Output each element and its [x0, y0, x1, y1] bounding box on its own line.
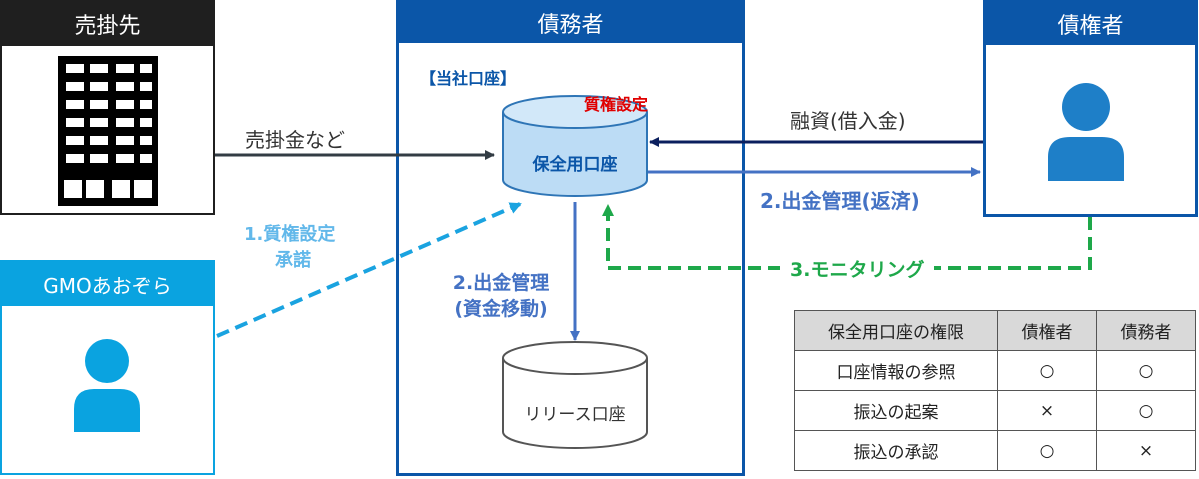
table-cell: ○: [1096, 390, 1196, 431]
building-icon: [58, 56, 158, 206]
debtor-title: 債務者: [399, 3, 742, 43]
table-row: 振込の承認 ○ ×: [794, 430, 1196, 471]
table-cell: 振込の承認: [794, 430, 998, 471]
monitor-label: 3.モニタリング: [780, 255, 935, 282]
permission-table: 保全用口座の権限 債権者 債務者 口座情報の参照 ○ ○ 振込の起案 × ○ 振…: [794, 310, 1196, 471]
gmo-box: GMOあおぞら: [0, 260, 215, 475]
table-cell: ○: [997, 430, 1097, 471]
consent-label-1: 1.質権設定: [244, 224, 336, 245]
gmo-title: GMOあおぞら: [2, 262, 213, 306]
uriakesaki-title: 売掛先: [2, 2, 213, 46]
repay-label: 2.出金管理(返済): [760, 189, 920, 213]
table-cell: ×: [997, 390, 1097, 431]
hozen-label: 保全用口座: [532, 155, 618, 175]
creditor-box: 債権者: [983, 0, 1198, 217]
urikake-label: 売掛金など: [245, 128, 345, 152]
table-header-cell: 債権者: [997, 310, 1097, 351]
table-cell: ×: [1096, 430, 1196, 471]
table-cell: 口座情報の参照: [794, 350, 998, 391]
person-icon: [1048, 83, 1124, 181]
table-row: 振込の起案 × ○: [794, 390, 1196, 431]
uriakesaki-box: 売掛先: [0, 0, 215, 215]
table-cell: 振込の起案: [794, 390, 998, 431]
table-header-row: 保全用口座の権限 債権者 債務者: [794, 310, 1196, 351]
consent-arrow: [216, 202, 522, 338]
fund-label-1: 2.出金管理: [452, 272, 550, 294]
person-icon: [74, 339, 140, 432]
table-header-cell: 債務者: [1096, 310, 1196, 351]
pledge-label: 質権設定: [584, 95, 649, 114]
account-label: 【当社口座】: [420, 69, 517, 88]
creditor-title: 債権者: [986, 3, 1195, 45]
loan-label: 融資(借入金): [790, 109, 906, 133]
table-cell: ○: [997, 350, 1097, 391]
table-header-cell: 保全用口座の権限: [794, 310, 998, 351]
table-cell: ○: [1096, 350, 1196, 391]
table-row: 口座情報の参照 ○ ○: [794, 350, 1196, 391]
release-label: リリース口座: [524, 405, 626, 425]
fund-label-2: (資金移動): [454, 298, 548, 320]
hozen-account-db: [502, 95, 648, 197]
release-account-db: [502, 341, 648, 449]
consent-label-2: 承諾: [275, 250, 311, 271]
